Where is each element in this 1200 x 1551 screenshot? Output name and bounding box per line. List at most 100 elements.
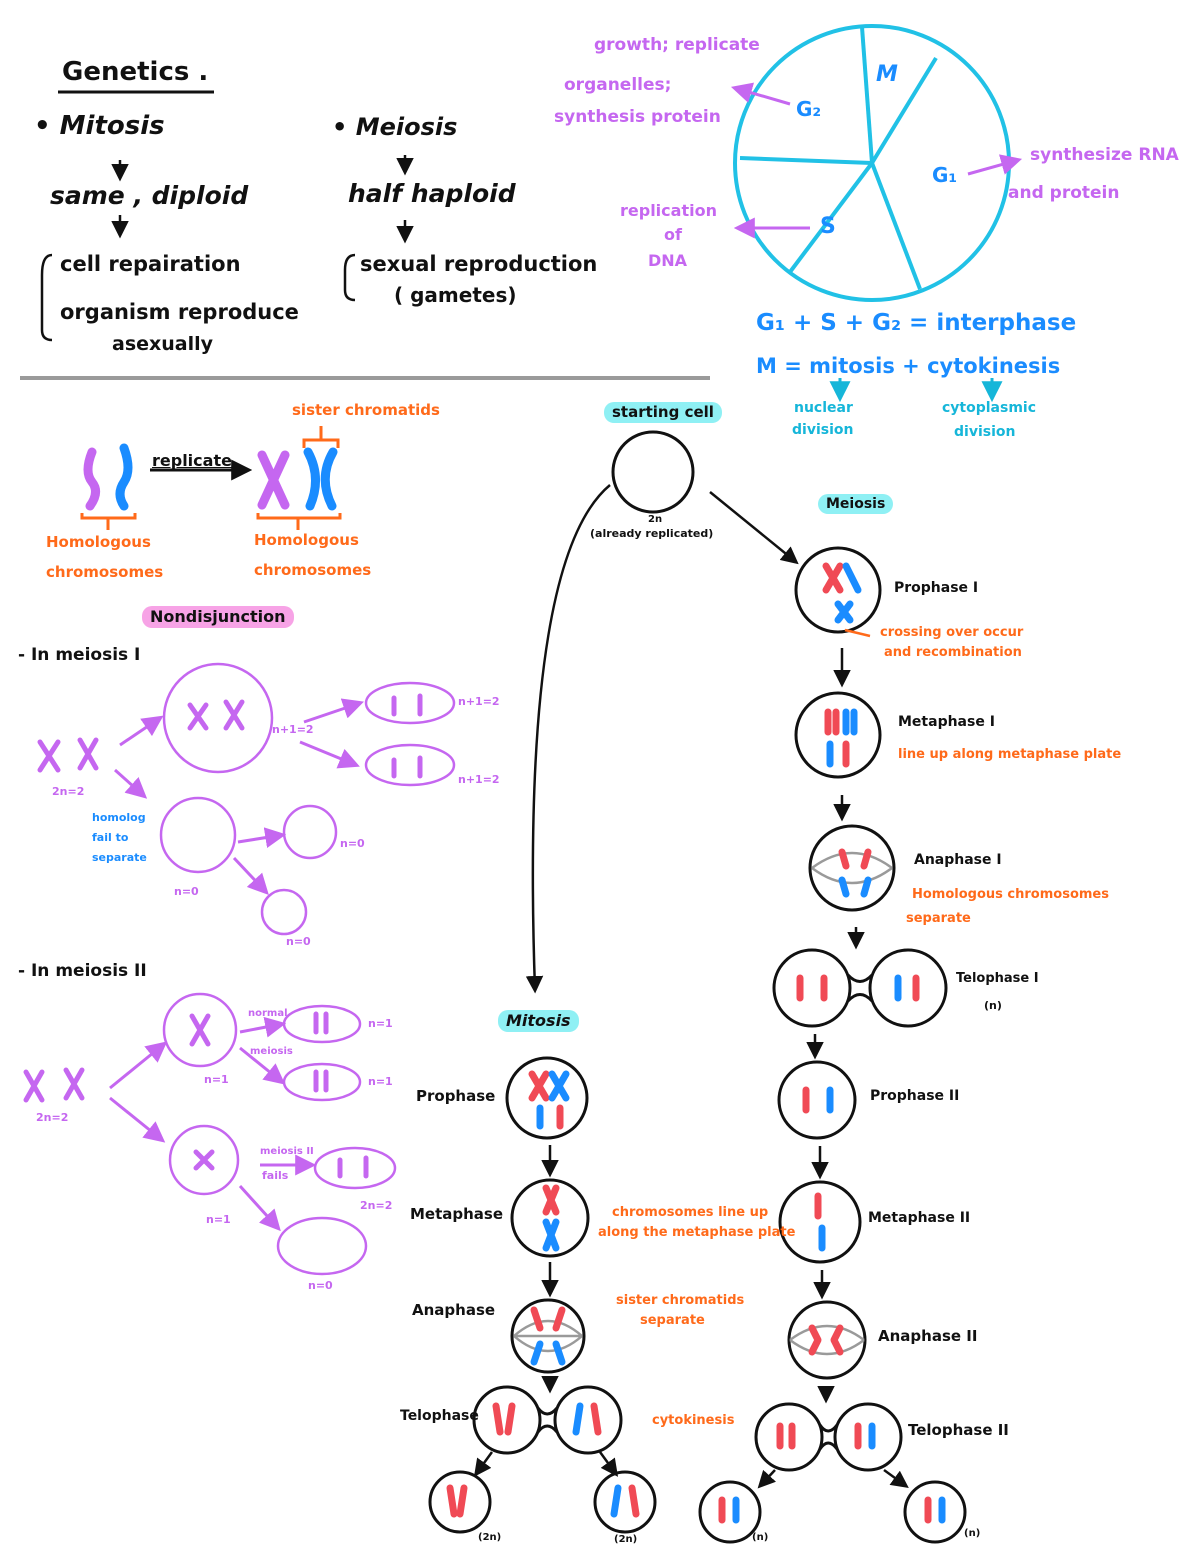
meiosis-ploidy: half haploid bbox=[348, 179, 516, 208]
homologous-right-1: Homologous bbox=[254, 531, 359, 549]
mitosis-anaphase-label: Anaphase bbox=[412, 1301, 496, 1319]
g1-note-1: synthesize RNA bbox=[1030, 145, 1179, 165]
nd-meiosis1-chroms bbox=[37, 693, 423, 779]
nd2-parent-2n: 2n=2 bbox=[36, 1111, 69, 1124]
mitosis-out-1: (2n) bbox=[478, 1532, 502, 1543]
nd1-out-3: n=0 bbox=[340, 837, 365, 850]
anaphase-1-label: Anaphase I bbox=[914, 852, 1002, 868]
homolog-sketch bbox=[83, 443, 338, 511]
mitosis-out-2: (2n) bbox=[614, 1534, 638, 1545]
homologous-left-2: chromosomes bbox=[46, 563, 164, 581]
nondisjunction-title: Nondisjunction bbox=[142, 606, 294, 629]
cytoplasmic-division-2: division bbox=[954, 424, 1016, 440]
g2-note-2: organelles; bbox=[564, 75, 672, 95]
spindle-lines bbox=[513, 851, 893, 1356]
homologous-left-1: Homologous bbox=[46, 533, 151, 551]
nd2-cell-n1b: n=1 bbox=[206, 1213, 231, 1226]
nd1-fail-2: fail to bbox=[92, 831, 129, 844]
nd2-fail-2: fails bbox=[262, 1169, 289, 1182]
meiosis-out-2: (n) bbox=[964, 1528, 981, 1539]
nd-meiosis2 bbox=[162, 992, 397, 1276]
telophase-2-label: Telophase II bbox=[908, 1421, 1009, 1439]
telophase-1-n: (n) bbox=[984, 999, 1002, 1012]
s-note-1: replication bbox=[620, 201, 717, 220]
metaphase-1-note: line up along metaphase plate bbox=[898, 747, 1122, 762]
mitosis-anaphase-note-1: sister chromatids bbox=[616, 1293, 745, 1308]
flow-chromosomes bbox=[446, 562, 946, 1524]
nd1-cell-n0: n=0 bbox=[174, 885, 199, 898]
telophase-bridges bbox=[536, 973, 874, 1450]
nd-meiosis2-heading: - In meiosis II bbox=[18, 961, 147, 981]
nd1-out-1: n+1=2 bbox=[458, 695, 500, 708]
flow-arrows bbox=[473, 484, 909, 1489]
nd2-fail-1: meiosis II bbox=[260, 1146, 314, 1157]
cycle-arrows bbox=[730, 82, 1023, 403]
nd1-fail-3: separate bbox=[92, 851, 147, 864]
nd1-out-4: n=0 bbox=[286, 935, 311, 948]
cytoplasmic-division-1: cytoplasmic bbox=[942, 400, 1037, 416]
meiosis-use-2: ( gametes) bbox=[394, 283, 517, 307]
nd2-out-2: n=1 bbox=[368, 1075, 393, 1088]
nd-meiosis1 bbox=[159, 662, 456, 936]
nd2-out-1: n=1 bbox=[368, 1017, 393, 1030]
s-note-2: of bbox=[664, 225, 682, 244]
mitosis-use-3: asexually bbox=[112, 333, 214, 355]
nd2-out-4: n=0 bbox=[308, 1279, 333, 1292]
nd1-fail-1: homolog bbox=[92, 811, 146, 824]
mitosis-use-1: cell repairation bbox=[60, 252, 241, 276]
nd-meiosis2-arrows bbox=[109, 1016, 317, 1232]
s-note-3: DNA bbox=[648, 251, 688, 270]
starting-cell-label: starting cell bbox=[604, 402, 722, 424]
cycle-label-m: M bbox=[876, 62, 898, 87]
interphase-equation: G₁ + S + G₂ = interphase bbox=[756, 310, 1077, 336]
anaphase-1-note-1: Homologous chromosomes bbox=[912, 887, 1109, 902]
meiosis-out-1: (n) bbox=[752, 1532, 769, 1543]
nd1-out-2: n+1=2 bbox=[458, 773, 500, 786]
mitosis-ploidy: same , diploid bbox=[50, 181, 249, 210]
mitosis-metaphase-note-2: along the metaphase plate bbox=[598, 1225, 796, 1240]
g2-note-1: growth; replicate bbox=[594, 35, 760, 55]
nd1-parent-2n: 2n=2 bbox=[52, 785, 85, 798]
page-title: Genetics . bbox=[62, 57, 209, 87]
starting-cell-note: (already replicated) bbox=[590, 527, 714, 540]
prophase-1-note-1: crossing over occur bbox=[880, 625, 1024, 640]
cytokinesis-label: cytokinesis bbox=[652, 1413, 735, 1428]
anaphase-2-label: Anaphase II bbox=[878, 1327, 978, 1345]
g1-note-2: and protein bbox=[1008, 183, 1120, 203]
nd-meiosis2-chroms bbox=[23, 1011, 369, 1179]
nd1-cell-n2: n+1=2 bbox=[272, 723, 314, 736]
meiosis-heading: • Meiosis bbox=[332, 113, 458, 141]
nuclear-division-1: nuclear bbox=[794, 400, 853, 416]
prophase-1-note-2: and recombination bbox=[884, 645, 1022, 660]
mitosis-prophase-label: Prophase bbox=[416, 1087, 496, 1105]
metaphase-2-label: Metaphase II bbox=[868, 1210, 971, 1226]
meiosis-label: Meiosis bbox=[818, 494, 894, 515]
nd2-normal-1: normal bbox=[248, 1008, 288, 1019]
mitosis-label: Mitosis bbox=[498, 1010, 579, 1033]
m-phase-equation: M = mitosis + cytokinesis bbox=[756, 354, 1061, 378]
mitosis-use-2: organism reproduce bbox=[60, 300, 299, 324]
anaphase-1-note-2: separate bbox=[906, 911, 971, 926]
cell-cycle-pie bbox=[733, 24, 1011, 302]
nuclear-division-2: division bbox=[792, 422, 854, 438]
homolog-braces bbox=[80, 426, 342, 530]
prophase-2-label: Prophase II bbox=[870, 1088, 960, 1104]
mitosis-metaphase-note-1: chromosomes line up bbox=[612, 1205, 769, 1220]
sister-chromatids-label: sister chromatids bbox=[292, 401, 440, 419]
telophase-1-label: Telophase I bbox=[956, 971, 1039, 986]
nd2-cell-n1: n=1 bbox=[204, 1073, 229, 1086]
cycle-label-g1: G₁ bbox=[932, 163, 958, 187]
flow-cells bbox=[428, 430, 967, 1544]
notes-arrows bbox=[40, 155, 414, 342]
starting-cell-2n: 2n bbox=[648, 514, 663, 525]
mitosis-heading: • Mitosis bbox=[34, 111, 165, 141]
prophase-1-label: Prophase I bbox=[894, 580, 979, 596]
replicate-label: replicate bbox=[152, 451, 232, 470]
homologous-right-2: chromosomes bbox=[254, 561, 372, 579]
nd2-out-3: 2n=2 bbox=[360, 1199, 393, 1212]
mitosis-metaphase-label: Metaphase bbox=[410, 1205, 504, 1223]
g2-note-3: synthesis protein bbox=[554, 107, 721, 127]
nd-meiosis1-arrows bbox=[113, 698, 364, 896]
